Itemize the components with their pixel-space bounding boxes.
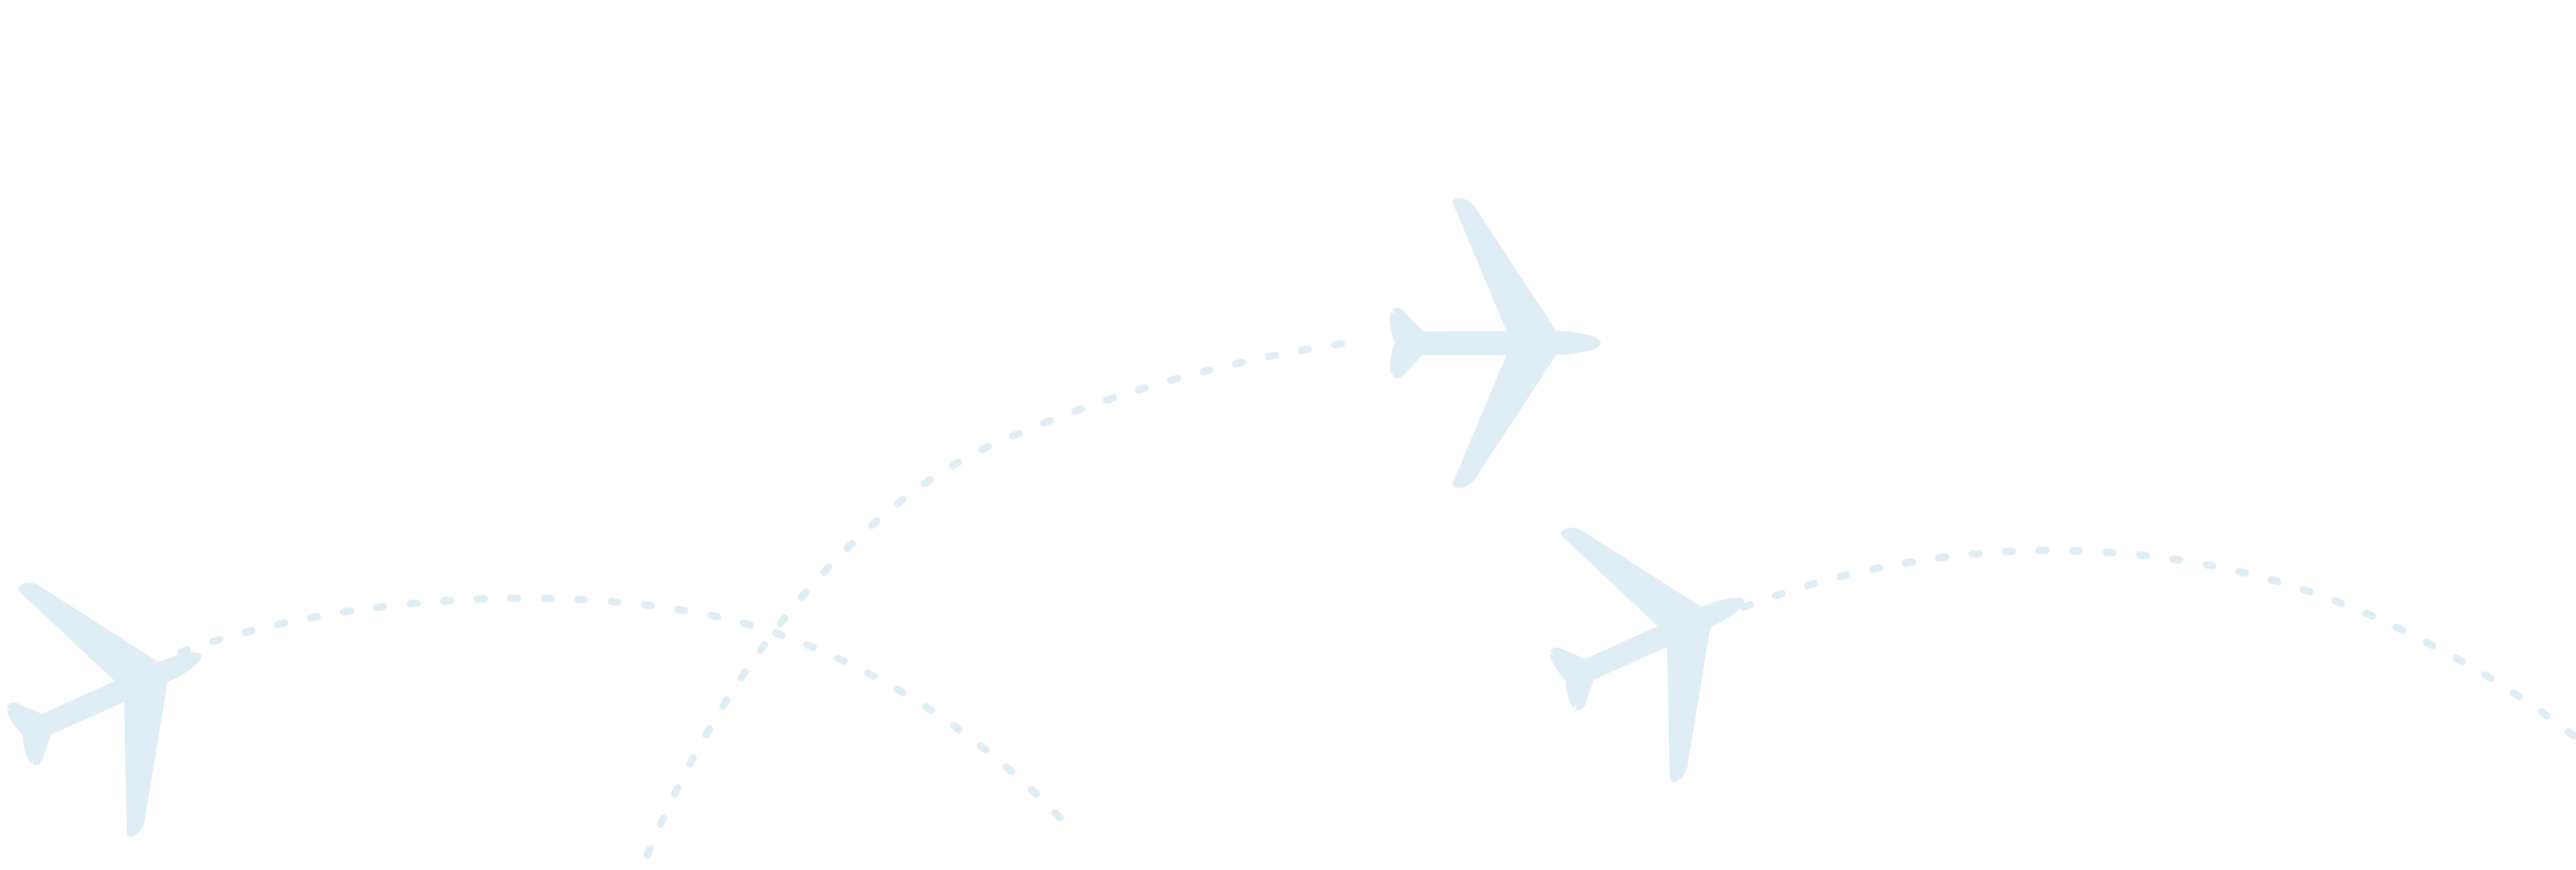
airplane-icon-top-center [1389, 198, 1601, 488]
airplane-icon-left [0, 529, 258, 863]
flight-trail-left [177, 594, 1074, 832]
flight-trail-center [643, 337, 1366, 859]
flight-trail-right [1740, 547, 2576, 742]
airplane-icon-right [1505, 474, 1801, 808]
